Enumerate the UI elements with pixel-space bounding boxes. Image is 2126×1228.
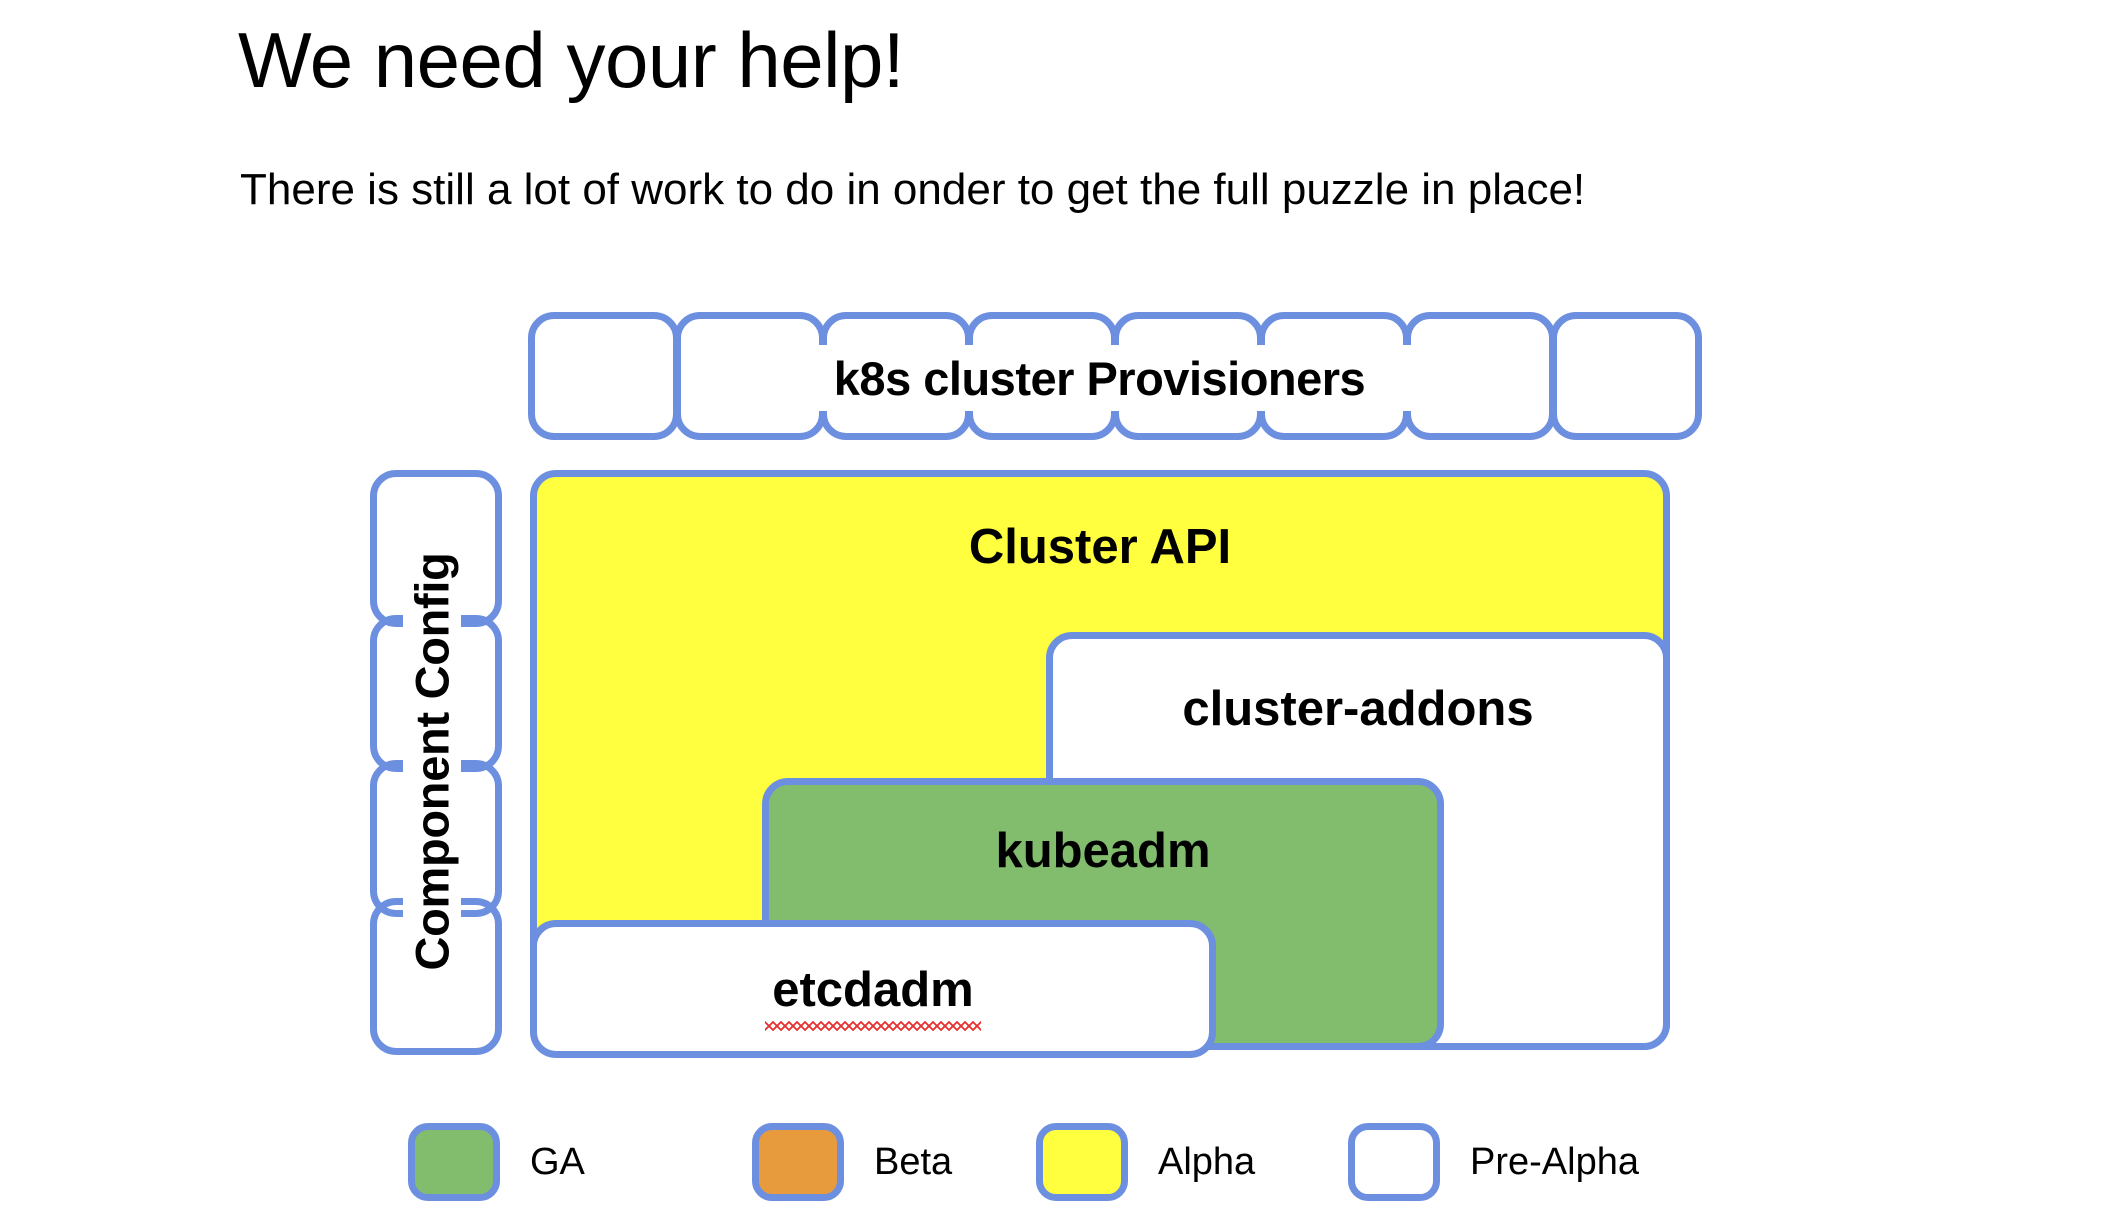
legend-label-pre-alpha: Pre-Alpha bbox=[1470, 1140, 1639, 1183]
legend-label-beta: Beta bbox=[874, 1140, 953, 1183]
component-config-label-plate: Component Config bbox=[403, 500, 461, 1022]
legend-label-alpha: Alpha bbox=[1158, 1140, 1256, 1183]
provisioner-box-8 bbox=[1550, 312, 1702, 440]
provisioner-box-1 bbox=[528, 312, 680, 440]
legend-item-beta: Beta bbox=[752, 1120, 952, 1204]
provisioner-label-plate: k8s cluster Provisioners bbox=[732, 345, 1467, 411]
node-etcdadm: etcdadm bbox=[530, 920, 1216, 1058]
node-cluster-addons-label: cluster-addons bbox=[1182, 682, 1534, 736]
page-subtitle: There is still a lot of work to do in on… bbox=[240, 165, 1586, 214]
spellcheck-squiggle-icon bbox=[765, 1021, 981, 1031]
legend: GA Beta Alpha Pre-Alpha bbox=[0, 1120, 2126, 1212]
legend-swatch-pre-alpha bbox=[1348, 1123, 1440, 1201]
legend-item-pre-alpha: Pre-Alpha bbox=[1348, 1120, 1639, 1204]
component-config-label-text: Component Config bbox=[405, 551, 459, 971]
legend-item-ga: GA bbox=[408, 1120, 585, 1204]
legend-label-ga: GA bbox=[530, 1140, 585, 1183]
legend-swatch-beta bbox=[752, 1123, 844, 1201]
legend-item-alpha: Alpha bbox=[1036, 1120, 1255, 1204]
legend-swatch-alpha bbox=[1036, 1123, 1128, 1201]
page-title: We need your help! bbox=[238, 16, 905, 104]
legend-swatch-ga bbox=[408, 1123, 500, 1201]
node-kubeadm-label: kubeadm bbox=[995, 824, 1211, 878]
provisioner-label-text: k8s cluster Provisioners bbox=[833, 351, 1366, 405]
node-etcdadm-label: etcdadm bbox=[772, 963, 974, 1017]
node-cluster-api-label: Cluster API bbox=[968, 520, 1232, 574]
